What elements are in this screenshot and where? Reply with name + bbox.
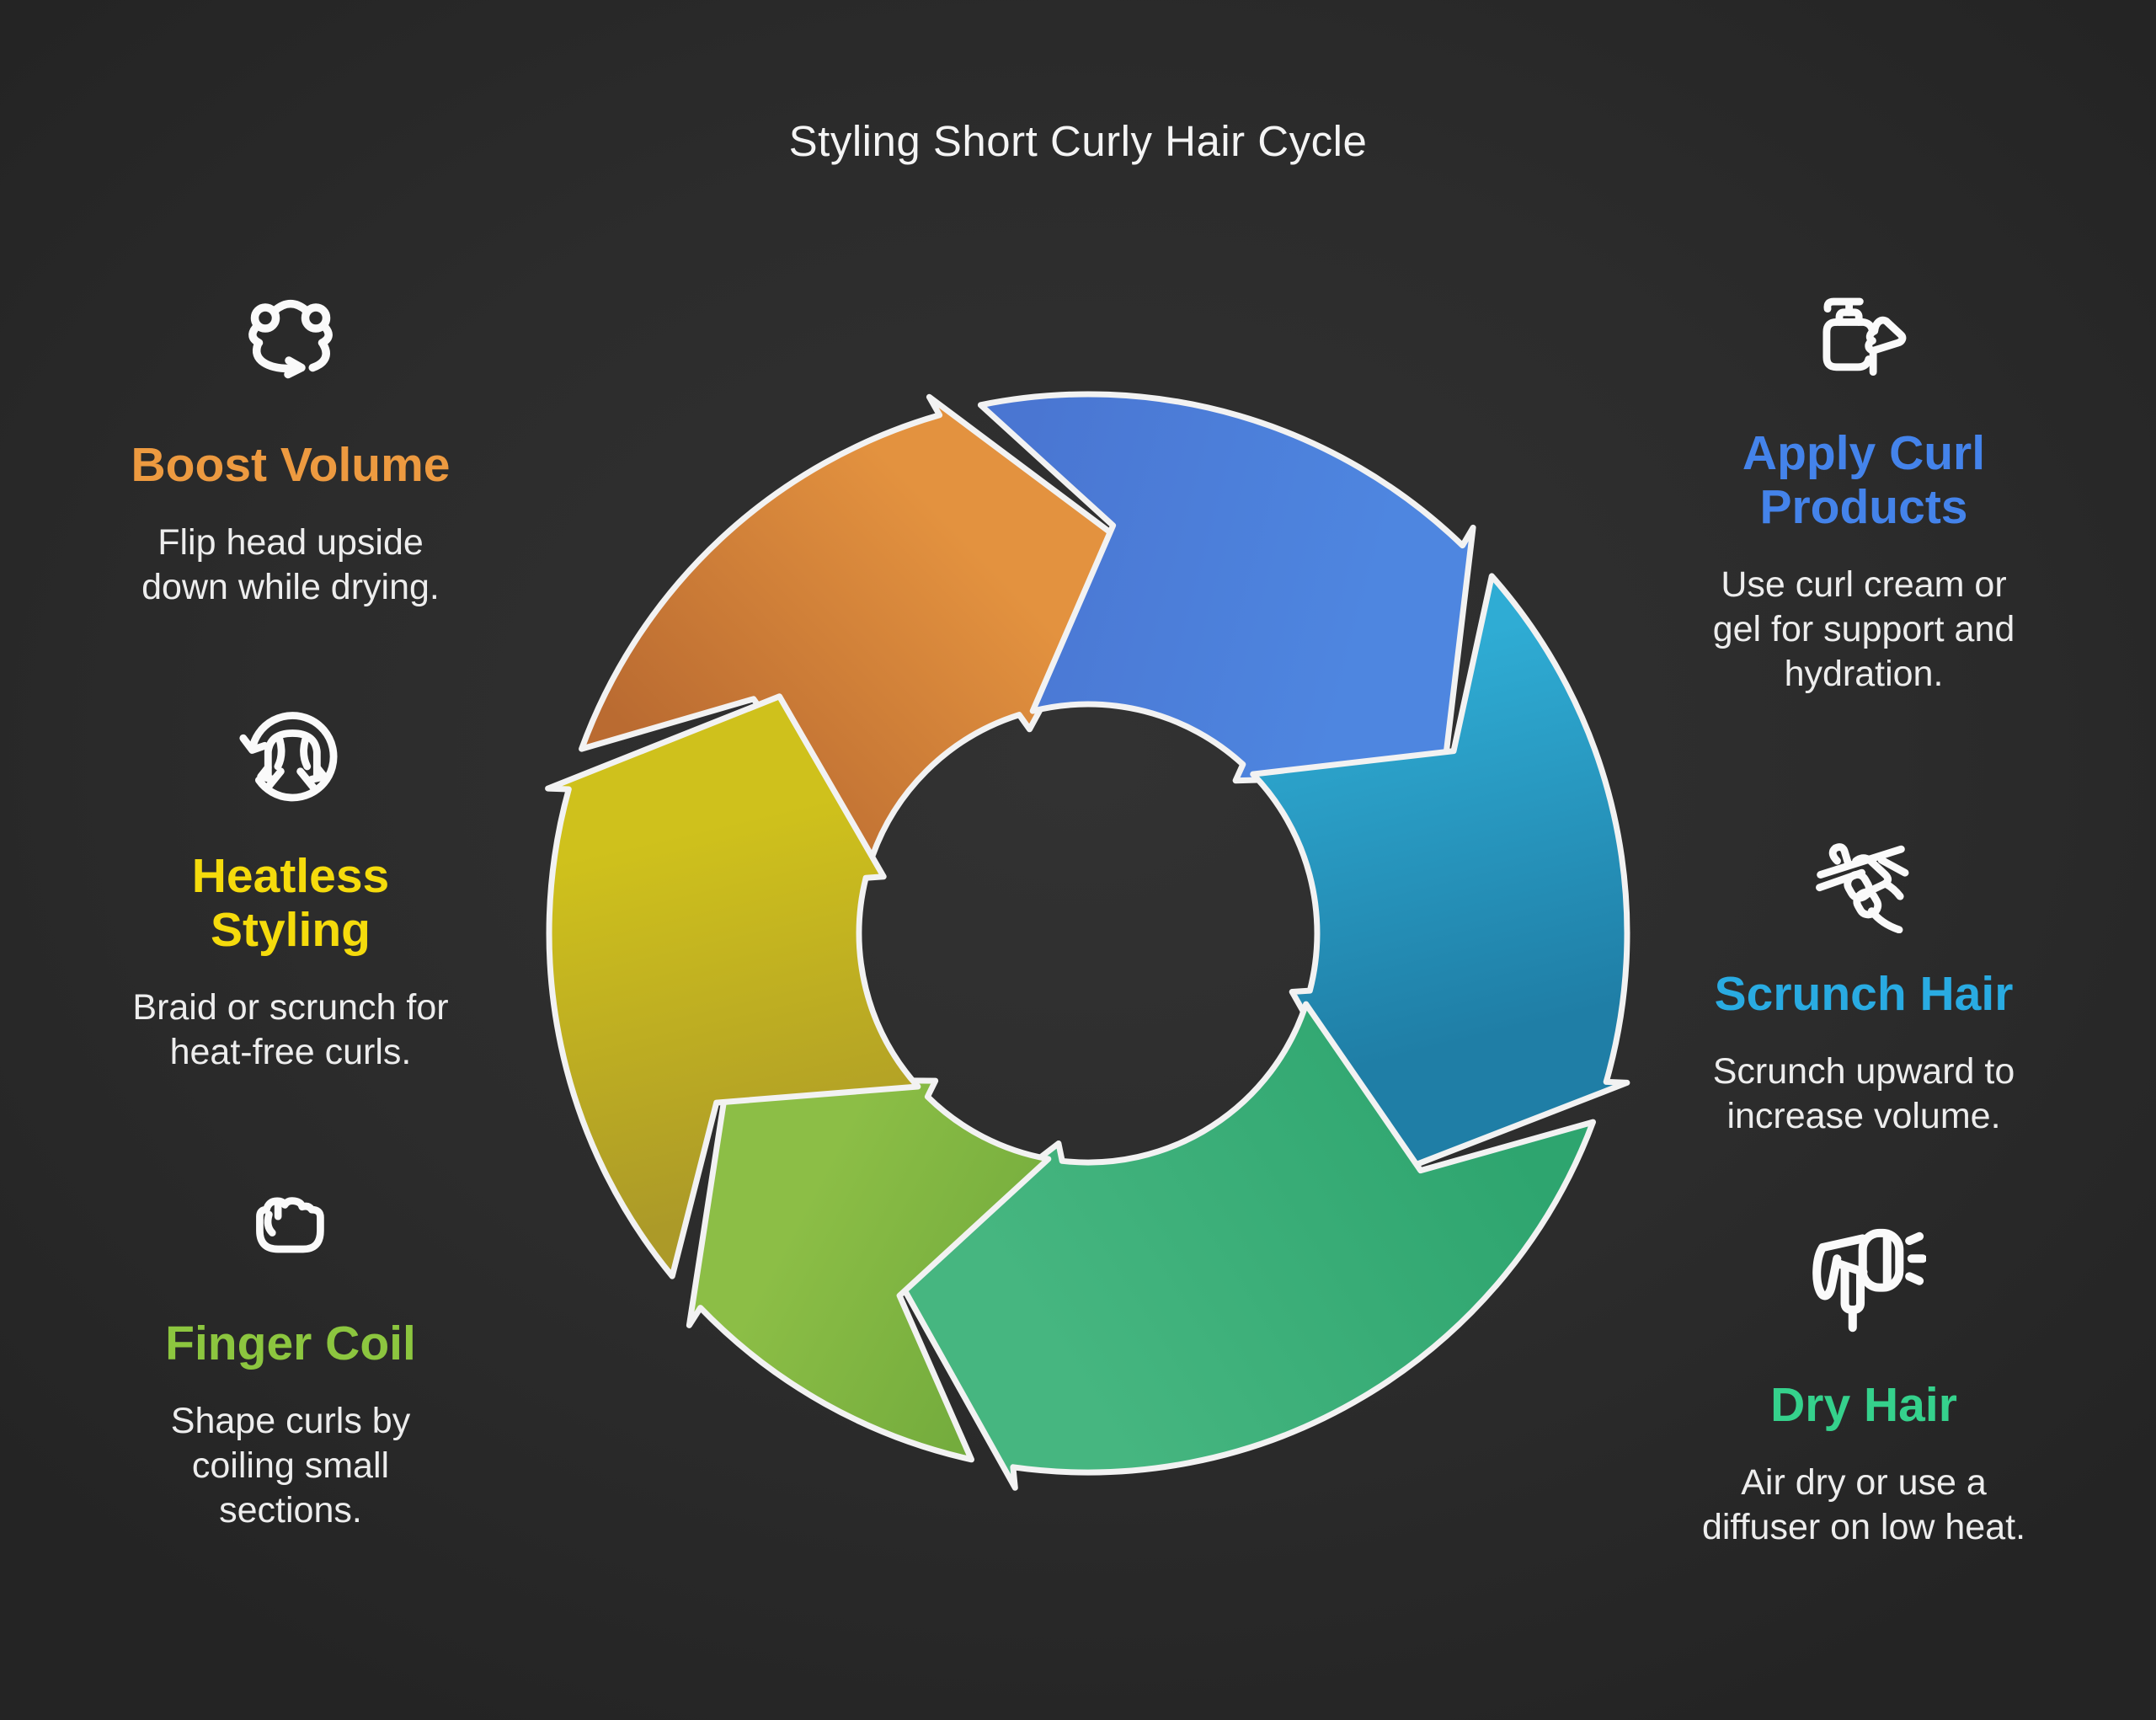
step-description: Shape curls by coiling small sections. bbox=[170, 1401, 411, 1530]
face-refresh-icon bbox=[239, 712, 338, 802]
wheel-segment-dry-hair bbox=[890, 1001, 1596, 1491]
step-description: Scrunch upward to increase volume. bbox=[1712, 1051, 2015, 1136]
step-title: Finger Coil bbox=[165, 1317, 416, 1370]
step-dry-hair: Dry Hair Air dry or use a diffuser on lo… bbox=[1670, 1220, 2057, 1558]
step-boost-volume: Boost Volume Flip head upside down while… bbox=[97, 286, 484, 618]
step-description: Air dry or use a diffuser on low heat. bbox=[1701, 1462, 2026, 1547]
fist-icon bbox=[256, 1197, 324, 1253]
step-title: Boost Volume bbox=[131, 438, 451, 492]
step-description: Use curl cream or gel for support and hy… bbox=[1712, 564, 2015, 694]
step-heatless-styling: Heatless Styling Braid or scrunch for he… bbox=[97, 706, 484, 1083]
hand-scrunch-icon bbox=[1816, 843, 1909, 933]
hair-dryer-icon bbox=[1812, 1228, 1926, 1333]
wheel-segment-finger-coil bbox=[686, 1076, 1052, 1463]
flip-head-rotate-icon bbox=[248, 299, 333, 379]
step-title: Dry Hair bbox=[1770, 1378, 1957, 1432]
step-scrunch-hair: Scrunch Hair Scrunch upward to increase … bbox=[1670, 834, 2057, 1147]
wheel-segment-scrunch-hair bbox=[1250, 573, 1630, 1176]
step-finger-coil: Finger Coil Shape curls by coiling small… bbox=[97, 1175, 484, 1533]
step-title: Heatless Styling bbox=[191, 849, 390, 957]
step-title: Apply Curl Products bbox=[1742, 426, 1986, 534]
step-apply-curl-products: Apply Curl Products Use curl cream or ge… bbox=[1670, 283, 2057, 697]
lotion-pump-icon bbox=[1822, 297, 1907, 377]
wheel-segment-boost-volume bbox=[579, 393, 1132, 868]
step-title: Scrunch Hair bbox=[1714, 967, 2014, 1021]
step-description: Braid or scrunch for heat-free curls. bbox=[132, 987, 449, 1072]
wheel-segment-heatless-styling bbox=[545, 693, 921, 1279]
step-description: Flip head upside down while drying. bbox=[141, 522, 440, 607]
wheel-segment-apply-curl-products bbox=[977, 391, 1476, 784]
page-title: Styling Short Curly Hair Cycle bbox=[788, 117, 1368, 165]
